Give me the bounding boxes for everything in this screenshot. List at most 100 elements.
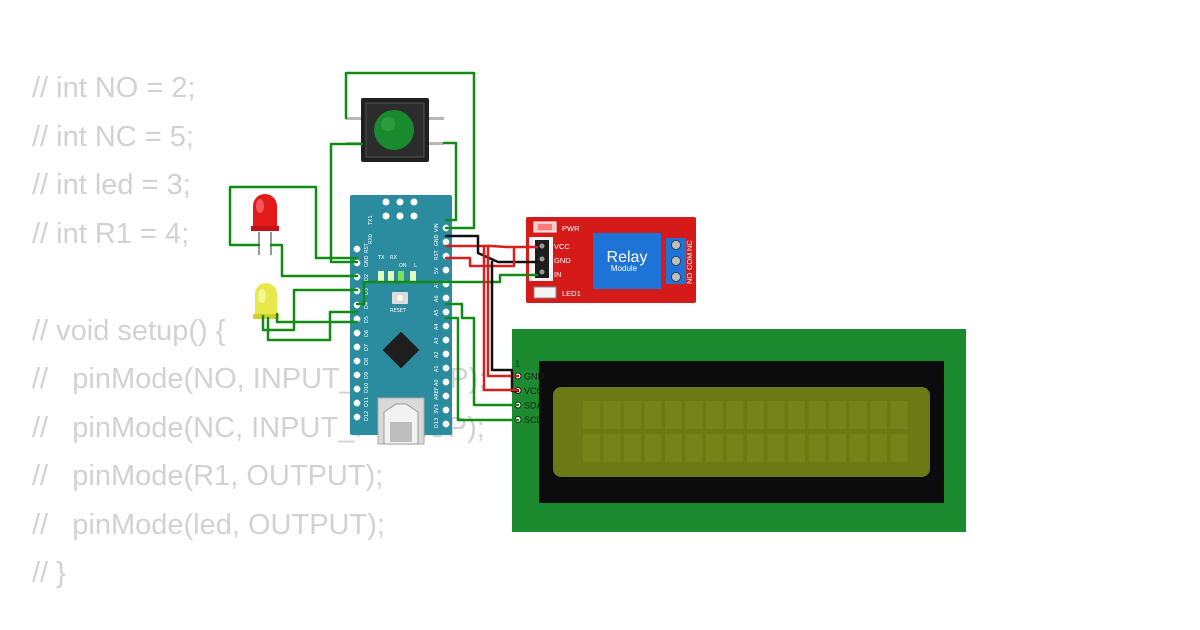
wire xyxy=(261,288,359,332)
relay-module[interactable]: PWR LED1 VCC GND IN Relay Module NO COM … xyxy=(526,217,696,303)
arduino-pin-label: VIN xyxy=(434,223,440,232)
svg-text:L: L xyxy=(414,263,417,269)
arduino-pin[interactable] xyxy=(353,371,361,379)
lcd-cell xyxy=(747,401,764,429)
relay-led-label: LED1 xyxy=(562,289,581,298)
arduino-pin[interactable] xyxy=(353,413,361,421)
lcd-cell xyxy=(726,434,744,462)
header-label: TX1 xyxy=(368,215,374,226)
arduino-pin-label: D10 xyxy=(364,383,370,393)
arduino-pin-label: D8 xyxy=(364,358,370,365)
wire xyxy=(344,71,476,230)
arduino-pin[interactable] xyxy=(353,357,361,365)
arduino-pin-label: D12 xyxy=(364,411,370,421)
lcd-cell xyxy=(685,401,703,429)
svg-text:RX: RX xyxy=(390,255,397,261)
wire xyxy=(228,185,359,260)
arduino-pin[interactable] xyxy=(442,392,450,400)
lcd-cell xyxy=(603,401,621,429)
relay-pin-label: IN xyxy=(554,270,562,279)
wire xyxy=(266,310,359,342)
arduino-pin-label: A4 xyxy=(434,323,440,330)
arduino-pin-label: D2 xyxy=(364,274,370,281)
arduino-pin-label: A2 xyxy=(434,351,440,358)
header-label: RX0 xyxy=(368,234,374,244)
lcd-cell xyxy=(767,401,785,429)
microcontroller-chip xyxy=(382,331,420,369)
arduino-pin[interactable] xyxy=(442,308,450,316)
lcd-character-cells xyxy=(583,401,908,462)
arduino-pin[interactable] xyxy=(442,266,450,274)
lcd-cell xyxy=(624,401,641,429)
relay-pwr-label: PWR xyxy=(562,224,580,233)
terminal-label: COM xyxy=(685,253,694,271)
arduino-pin-label: A7 xyxy=(434,281,440,288)
arduino-pin[interactable] xyxy=(353,343,361,351)
reset-label: RESET xyxy=(390,308,407,314)
arduino-pin[interactable] xyxy=(353,245,361,253)
arduino-reset-button[interactable] xyxy=(392,292,408,304)
lcd-cell xyxy=(583,401,600,429)
arduino-pin-label: A6 xyxy=(434,295,440,302)
lcd-cell xyxy=(583,434,600,462)
arduino-pin[interactable] xyxy=(442,350,450,358)
wires xyxy=(228,71,539,422)
lcd-pin-label: SDA xyxy=(524,401,543,411)
arduino-pin-label: D7 xyxy=(364,344,370,351)
wire xyxy=(442,141,458,222)
wire xyxy=(486,244,520,378)
wire xyxy=(269,243,359,278)
svg-text:ON: ON xyxy=(399,263,407,269)
relay-title: Relay xyxy=(607,249,648,266)
arduino-pin[interactable] xyxy=(442,294,450,302)
wire xyxy=(444,247,516,268)
lcd-pin-label: SCL xyxy=(524,415,542,425)
terminal-label: NC xyxy=(685,240,694,251)
wire xyxy=(355,273,539,306)
arduino-pin[interactable] xyxy=(442,336,450,344)
arduino-pin[interactable] xyxy=(442,420,450,428)
lcd-cell xyxy=(808,401,826,429)
arduino-pin-label: A1 xyxy=(434,365,440,372)
lcd-screen xyxy=(553,387,930,477)
arduino-pin[interactable] xyxy=(353,399,361,407)
lcd-cell xyxy=(788,401,805,429)
status-leds: TX RX ON L xyxy=(377,255,417,283)
red-led xyxy=(251,194,279,255)
arduino-pin[interactable] xyxy=(442,238,450,246)
lcd-cell xyxy=(849,434,867,462)
terminal-label: NO xyxy=(685,273,694,284)
push-button[interactable] xyxy=(346,98,444,162)
relay-subtitle: Module xyxy=(611,264,638,273)
lcd-cell xyxy=(870,434,887,462)
wire xyxy=(275,312,359,324)
lcd-cell xyxy=(644,434,662,462)
arduino-pin-label: RST xyxy=(434,249,440,260)
arduino-pin-label: RST xyxy=(364,242,370,253)
arduino-pin[interactable] xyxy=(442,406,450,414)
arduino-pin[interactable] xyxy=(442,378,450,386)
arduino-pin[interactable] xyxy=(442,322,450,330)
code-line: // pinMode(led, OUTPUT); xyxy=(32,508,385,541)
lcd-pin-label: GND xyxy=(524,372,545,382)
arduino-pin[interactable] xyxy=(353,329,361,337)
wire xyxy=(482,244,520,392)
lcd-cell xyxy=(644,401,662,429)
button-cap[interactable] xyxy=(374,110,414,150)
code-line: // int NO = 2; xyxy=(32,72,196,104)
lcd-cell xyxy=(890,401,908,429)
arduino-pin-label: A3 xyxy=(434,337,440,344)
relay-cube xyxy=(593,233,661,289)
relay-pin-label: GND xyxy=(554,256,571,265)
arduino-pin-label: GND xyxy=(364,255,370,267)
arduino-pin[interactable] xyxy=(353,385,361,393)
lcd-cell xyxy=(788,434,805,462)
lcd-cell xyxy=(829,401,846,429)
wire xyxy=(444,234,539,264)
arduino-pin-label: D11 xyxy=(364,397,370,407)
arduino-pin[interactable] xyxy=(442,364,450,372)
arduino-pin-label: D13 xyxy=(434,418,440,428)
lcd-cell xyxy=(890,434,908,462)
code-line: // int led = 3; xyxy=(32,169,191,201)
